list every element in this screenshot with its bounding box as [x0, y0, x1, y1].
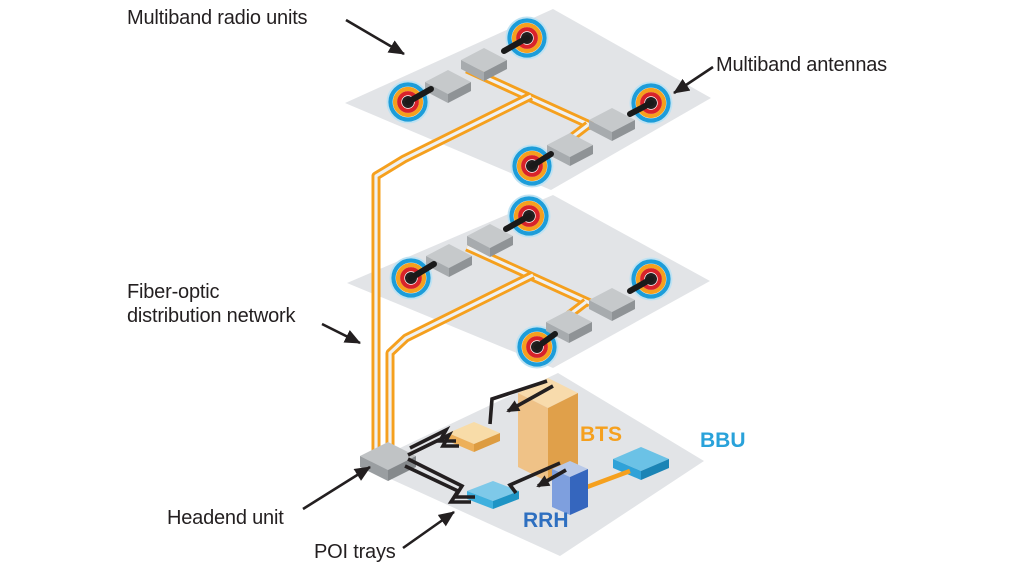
- bbu-label: BBU: [700, 429, 746, 452]
- rrh-box: [552, 461, 588, 515]
- rrh-label: RRH: [523, 509, 569, 532]
- radio-units-arrow: [345, 18, 405, 56]
- headend-unit-box: [360, 442, 416, 481]
- fiber-arrow: [321, 322, 361, 345]
- poi-arrow: [402, 510, 455, 550]
- multiband-radio-units-label: Multiband radio units: [127, 7, 308, 29]
- coax-cables: [404, 379, 567, 504]
- label-arrows: [302, 18, 714, 550]
- headend-arrow: [302, 465, 371, 511]
- fiber-optic-label-line1: Fiber-optic: [127, 281, 220, 303]
- bbu-rrh-fiber-link: [586, 468, 631, 490]
- antennas-arrow: [673, 65, 714, 95]
- poi-trays-label: POI trays: [314, 541, 396, 563]
- bbu-box: [613, 447, 669, 480]
- middle-floor-equipment: [391, 196, 672, 368]
- fiber-optic-network: [371, 64, 594, 452]
- fiber-optic-network-label: Fiber-optic distribution network: [127, 280, 327, 328]
- bts-tower: [518, 378, 578, 482]
- bts-label: BTS: [580, 423, 622, 446]
- poi-tray-orange: [448, 422, 500, 452]
- top-floor-equipment: [388, 18, 672, 187]
- multiband-antennas-label: Multiband antennas: [716, 54, 887, 76]
- headend-unit-label: Headend unit: [167, 507, 284, 529]
- fiber-optic-label-line2: distribution network: [127, 305, 296, 327]
